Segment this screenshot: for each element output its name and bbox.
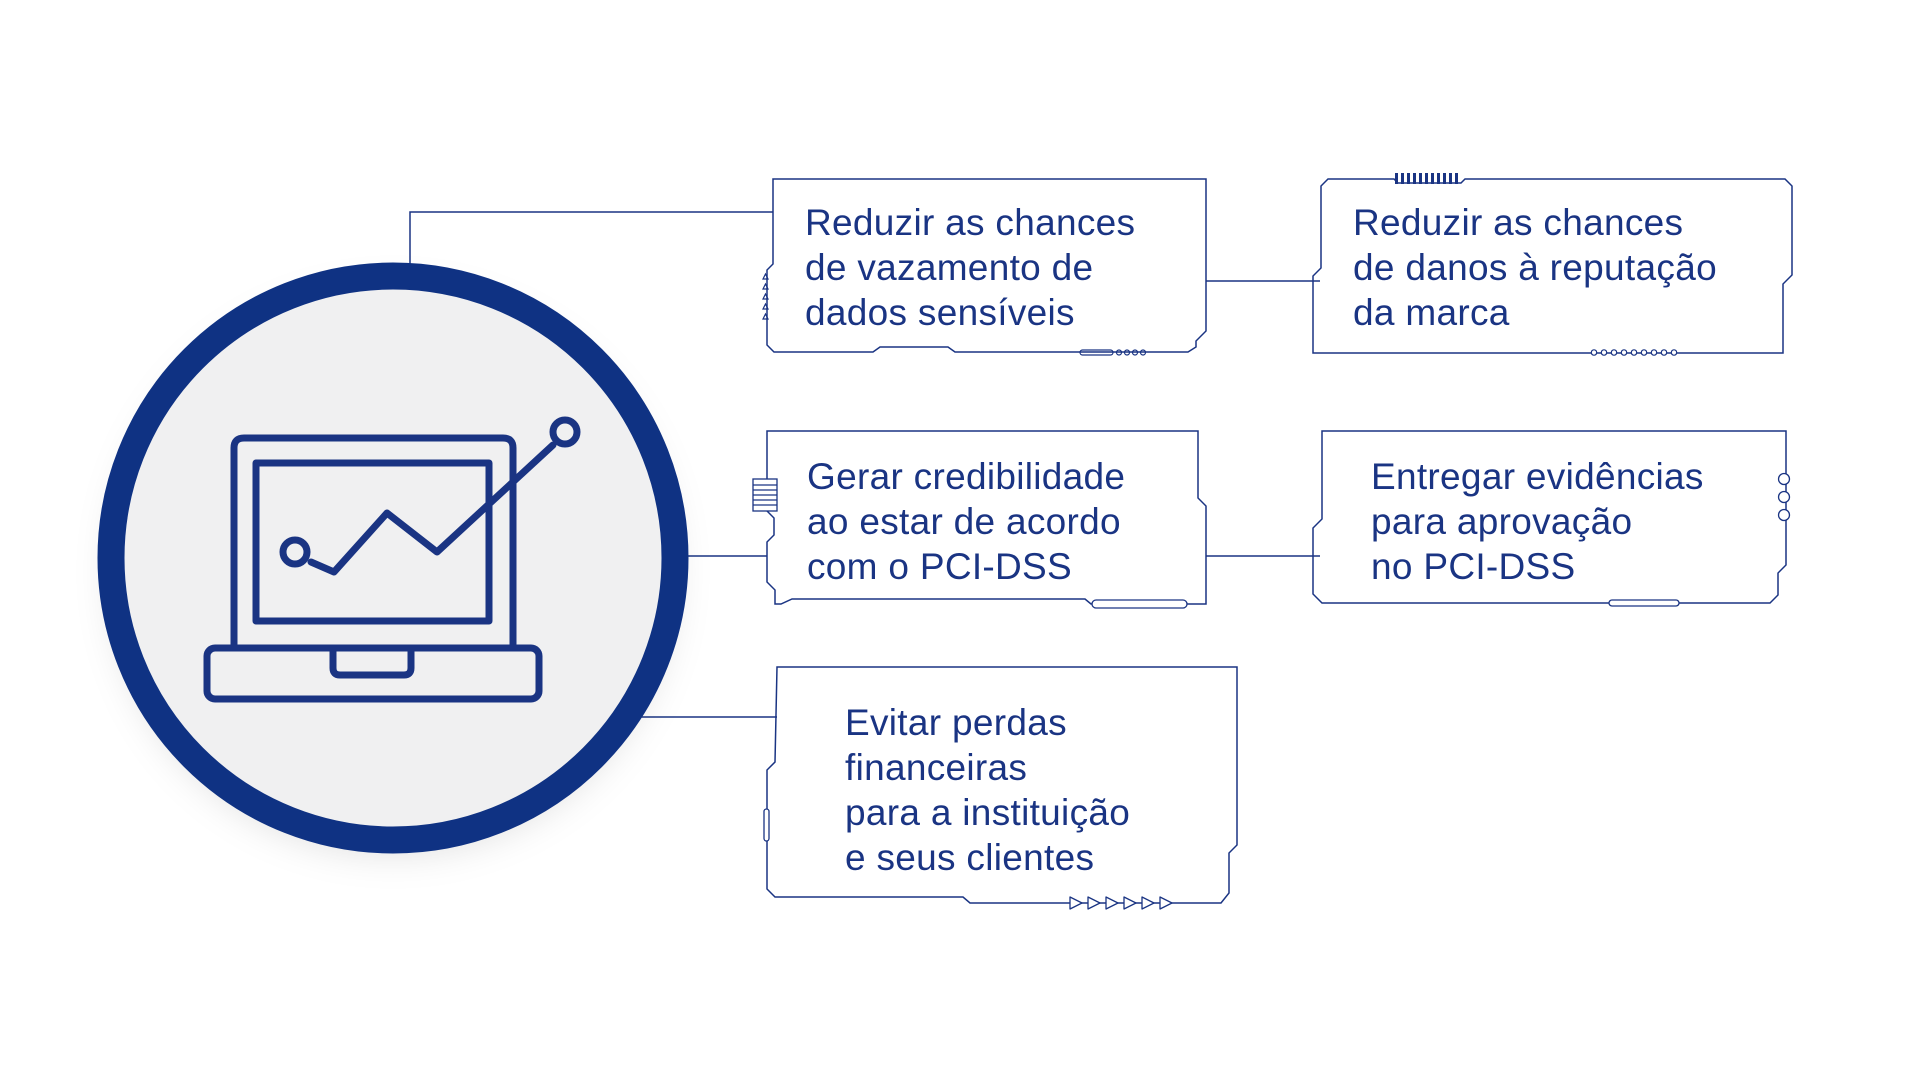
- benefit-card-5-bar-deco: [763, 808, 770, 842]
- benefit-card-5-text: Evitar perdas financeiras para a institu…: [845, 702, 1131, 878]
- benefit-card-2-dots-deco: [1590, 349, 1678, 356]
- benefit-card-3-frame: [766, 430, 1207, 605]
- benefit-card-1-dots-deco: [1079, 349, 1147, 356]
- connector-lines: [409, 211, 1320, 718]
- benefit-card-3: [752, 430, 1207, 609]
- benefit-card-3-stripes-deco: [752, 478, 778, 512]
- benefit-card-1: [762, 178, 1207, 356]
- benefit-card-4-circles-deco: [1777, 472, 1791, 522]
- benefit-card-5-arrows-deco: [1069, 896, 1173, 910]
- benefit-card-1-text: Reduzir as chances de vazamento de dados…: [805, 202, 1136, 333]
- benefit-card-1-frame: [766, 178, 1207, 353]
- laptop-chart-icon: [203, 416, 581, 703]
- benefit-card-2-text: Reduzir as chances de danos à reputação …: [1353, 202, 1717, 333]
- benefit-card-5: [763, 666, 1238, 910]
- benefit-card-3-text: Gerar credibilidade ao estar de acordo c…: [807, 456, 1126, 587]
- connector-line-1: [409, 211, 773, 265]
- benefit-card-2: [1312, 173, 1793, 356]
- benefit-card-5-frame: [766, 666, 1238, 904]
- central-circle: [97, 262, 689, 854]
- benefit-card-4: [1312, 430, 1791, 607]
- benefit-card-4-pill-deco: [1608, 599, 1680, 607]
- benefit-card-4-text: Entregar evidências para aprovação no PC…: [1371, 456, 1704, 587]
- benefit-card-1-triangles-deco: [762, 272, 769, 320]
- benefit-card-2-bars-deco: [1395, 173, 1458, 184]
- benefit-card-3-pill-deco: [1091, 599, 1188, 609]
